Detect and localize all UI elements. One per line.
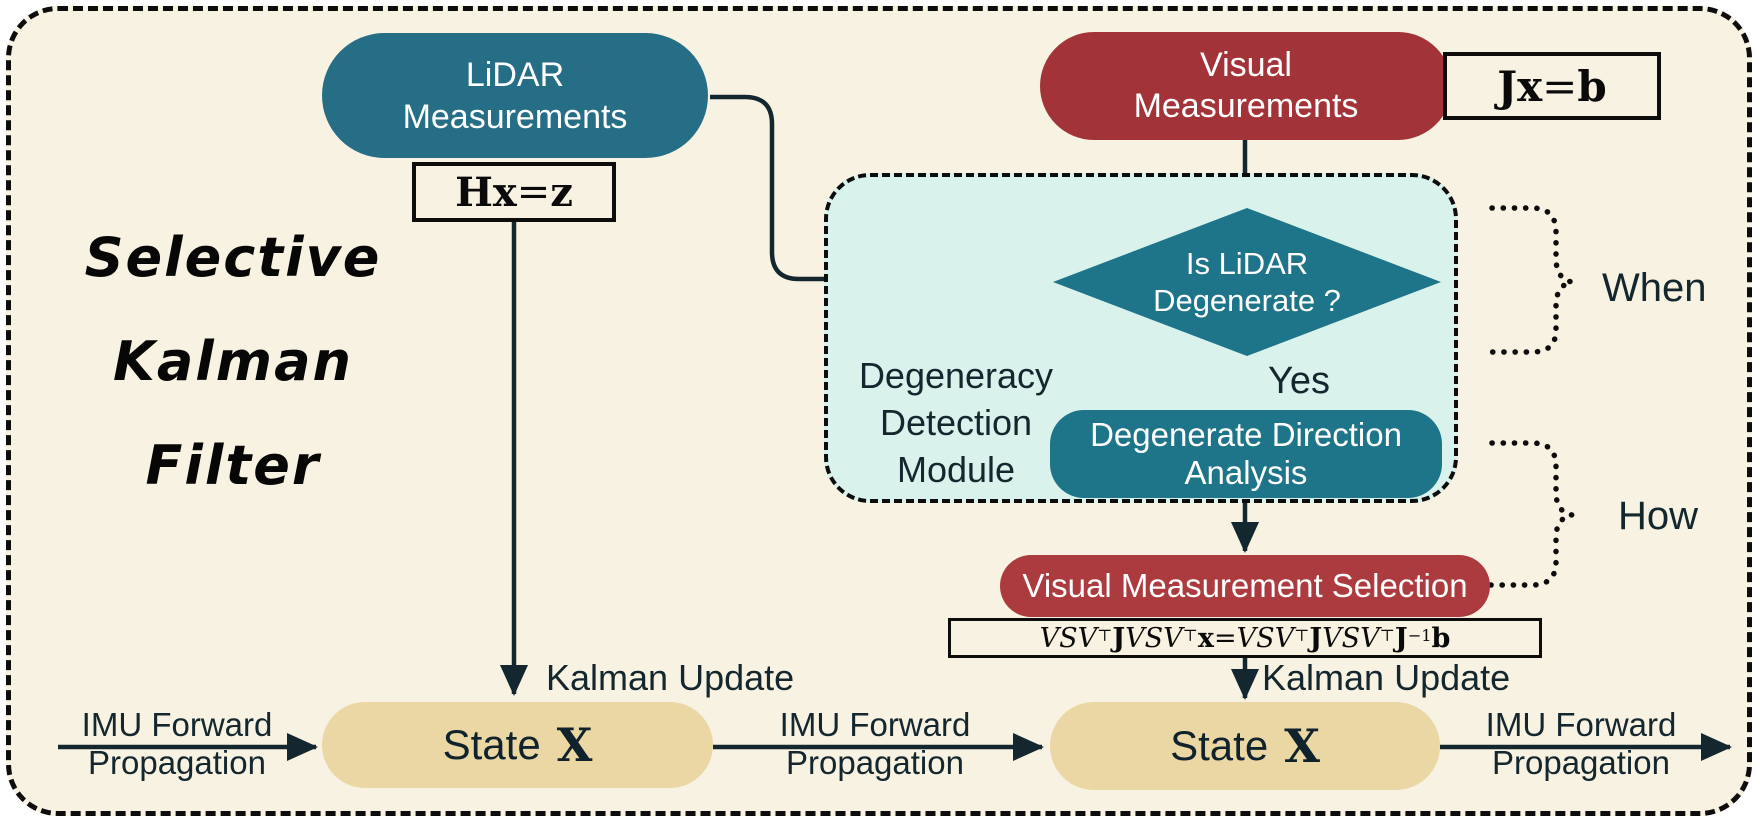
degenerate-direction-analysis-node: Degenerate Direction Analysis xyxy=(1050,410,1442,498)
imu-label-line: IMU Forward xyxy=(81,706,273,743)
state-variable: X xyxy=(556,718,593,772)
node-label: Degenerate Direction xyxy=(1090,416,1402,453)
module-label-line: Detection xyxy=(879,402,1033,443)
node-label: Visual xyxy=(1200,46,1292,84)
node-label: LiDAR xyxy=(465,55,565,94)
kalman-update-label-right: Kalman Update xyxy=(1262,657,1511,698)
diamond-label: Is LiDAR xyxy=(1185,246,1309,281)
node-label: Measurements xyxy=(1133,87,1359,125)
imu-label-line: Propagation xyxy=(786,744,964,781)
node-label: Measurements xyxy=(402,97,628,136)
node-label: Analysis xyxy=(1184,454,1308,491)
title-line: Filter xyxy=(145,434,321,497)
diamond-label: Degenerate ? xyxy=(1153,283,1341,318)
when-annotation-label: When xyxy=(1602,266,1707,310)
when-brace xyxy=(1489,205,1573,355)
lidar-measurements-node: LiDAR Measurements xyxy=(322,33,708,158)
imu-label-line: Propagation xyxy=(1492,744,1670,781)
arrow-lidar-to-diamond xyxy=(710,94,1046,293)
state-label: State xyxy=(1170,722,1269,769)
imu-forward-propagation-label-right: IMU Forward Propagation xyxy=(1456,706,1706,782)
hx-equals-z-formula-box: Hx = z xyxy=(412,162,616,222)
imu-forward-propagation-label-middle: IMU Forward Propagation xyxy=(750,706,1000,782)
visual-measurement-selection-node: Visual Measurement Selection xyxy=(1000,555,1490,617)
visual-measurements-node: Visual Measurements xyxy=(1040,32,1452,140)
how-brace xyxy=(1469,440,1573,588)
diagram-title: Selective Kalman Filter xyxy=(28,206,438,518)
degeneracy-module-label: Degeneracy Detection Module xyxy=(836,352,1076,493)
state-variable: X xyxy=(1284,719,1320,773)
how-annotation-label: How xyxy=(1618,494,1699,538)
yes-branch-label: Yes xyxy=(1268,360,1330,402)
state-x-node-left: State X xyxy=(322,702,713,788)
imu-label-line: IMU Forward xyxy=(1485,706,1677,743)
module-label-line: Module xyxy=(896,449,1016,490)
title-line: Selective xyxy=(84,226,382,289)
jx-equals-b-formula-box: Jx = b xyxy=(1443,52,1661,120)
kalman-update-label-left: Kalman Update xyxy=(546,657,795,698)
title-line: Kalman xyxy=(113,330,353,393)
module-label-line: Degeneracy xyxy=(858,355,1054,396)
state-x-node-right: State X xyxy=(1050,702,1440,790)
state-label: State xyxy=(442,721,541,768)
imu-forward-propagation-label-left: IMU Forward Propagation xyxy=(52,706,302,782)
imu-label-line: IMU Forward xyxy=(779,706,971,743)
node-label: Visual Measurement Selection xyxy=(1022,567,1468,604)
imu-label-line: Propagation xyxy=(88,744,266,781)
